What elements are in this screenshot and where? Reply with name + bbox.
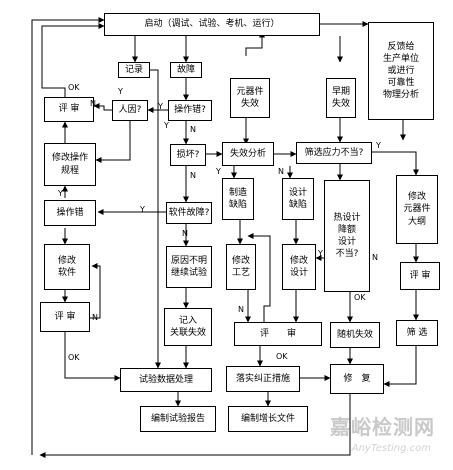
label-n-human: N — [90, 99, 96, 108]
damage-box: 损坏? — [170, 144, 206, 166]
review-right-box: 评 审 — [400, 262, 440, 290]
label-n-reviewleft: N — [92, 313, 98, 322]
label-y-software: Y — [140, 205, 145, 214]
modify-process-box: 修改 工艺 — [226, 244, 256, 290]
repair-box: 修 复 — [330, 364, 384, 394]
implement-fix-box: 落实纠正措施 — [226, 366, 300, 392]
label-n-reviewcenter: N — [238, 305, 244, 314]
label-y-operror: Y — [158, 102, 163, 111]
modify-design-box: 修改 设计 — [282, 244, 316, 290]
record-box: 记录 — [118, 62, 150, 78]
label-y-human: Y — [118, 87, 123, 96]
label-n-damage: N — [190, 171, 196, 180]
growth-doc-box: 编制增长文件 — [228, 406, 308, 432]
test-report-box: 编制试验报告 — [140, 406, 216, 432]
unknown-cause-box: 原因不明 继续试验 — [166, 246, 212, 288]
label-n-thermal: N — [372, 253, 378, 262]
label-ok-top: OK — [68, 83, 80, 92]
label-ok-thermal: OK — [354, 293, 366, 302]
watermark-en: AnyTesting.com — [351, 443, 431, 454]
component-failure-box: 元器件 失效 — [230, 78, 270, 118]
modify-procedure-box: 修改操作 规程 — [44, 143, 96, 186]
record-related-box: 记入 关联失效 — [164, 308, 212, 346]
mfg-defect-box: 制造 缺陷 — [222, 178, 254, 220]
label-y-screenstress: Y — [376, 141, 381, 150]
watermark-cn: 嘉峪检测网 — [330, 415, 435, 439]
label-y-damage: Y — [164, 121, 169, 130]
thermal-design-box: 热设计 降额 设计 不当? — [324, 180, 370, 292]
modify-software-box: 修改 软件 — [44, 244, 90, 290]
review-left-box: 评 审 — [40, 302, 90, 332]
software-fault-box: 软件故障? — [166, 202, 212, 224]
human-cause-box: 人因? — [112, 100, 148, 121]
operation-error-box: 操作错? — [168, 100, 212, 121]
label-n-failanalysis: N — [278, 167, 284, 176]
fault-box: 故障 — [170, 62, 202, 78]
design-defect-box: 设计 缺陷 — [282, 178, 314, 220]
failure-analysis-box: 失效分析 — [222, 142, 274, 166]
random-failure-box: 随机失效 — [330, 322, 380, 348]
early-failure-box: 早期 失效 — [326, 78, 356, 118]
operation-error2-box: 操作错 — [44, 200, 96, 226]
feedback-box: 反馈给 生产单位 或进行 可靠性 物理分析 — [368, 22, 434, 120]
review-center-box: 评 审 — [234, 322, 322, 346]
review-top-box: 评 审 — [44, 97, 94, 122]
start-box: 启动（调试、试验、考机、运行） — [104, 13, 320, 36]
label-y-thermal: Y — [318, 249, 323, 258]
label-n-operror: N — [190, 125, 196, 134]
test-data-box: 试验数据处理 — [120, 368, 212, 392]
label-ok-reviewcenter: OK — [276, 352, 288, 361]
modify-outline-box: 修改 元器件 大纲 — [396, 175, 438, 244]
label-n-software: N — [182, 229, 188, 238]
screen-box: 筛 选 — [396, 320, 438, 346]
label-y-failanalysis: Y — [216, 167, 221, 176]
label-y-modproc: Y — [58, 189, 63, 198]
screen-stress-box: 筛选应力不当? — [296, 142, 372, 164]
label-ok-reviewleft: OK — [68, 353, 80, 362]
